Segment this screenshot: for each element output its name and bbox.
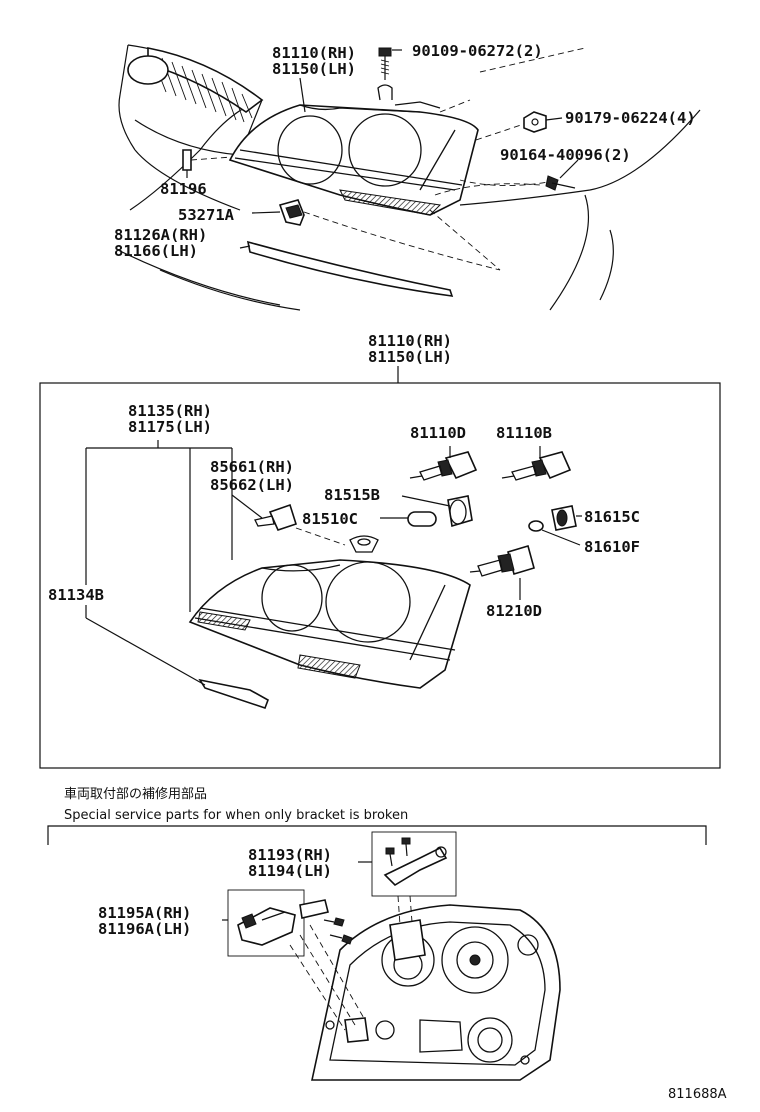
- service-leaders: [222, 861, 413, 1031]
- bulb-f-icon: [528, 520, 544, 532]
- label-kit-lh: 81194(LH): [248, 862, 332, 880]
- label-retainer: 53271A: [178, 206, 235, 224]
- label-socket-b: 81515B: [324, 486, 380, 504]
- bulb-b-icon: [501, 451, 572, 481]
- label-kit-rh: 81193(RH): [248, 846, 332, 864]
- clip-icon: [182, 149, 192, 171]
- label-bulb-hi: 81210D: [486, 602, 542, 620]
- nut-icon: [523, 111, 547, 133]
- service-title-en: Special service parts for when only brac…: [64, 808, 408, 823]
- repair-kit-upper: [371, 831, 457, 897]
- bulb-d-icon: [409, 451, 478, 481]
- box-leaders: [85, 440, 582, 686]
- label-screw: 90164-40096(2): [500, 146, 631, 164]
- label-bulb-d: 81110D: [410, 424, 466, 442]
- label-bulb-f: 81610F: [584, 538, 640, 556]
- label-bracket: 81134B: [48, 586, 104, 604]
- headlamp-rear-view: [311, 904, 561, 1081]
- label-nut: 90179-06224(4): [565, 109, 696, 127]
- leveler-icon: [254, 503, 297, 531]
- label-socket-c: 81615C: [584, 508, 640, 526]
- bulb-hi-icon: [469, 544, 535, 577]
- label-lens-lh: 81175(LH): [128, 418, 212, 436]
- diagram-ref-code: 811688A: [668, 1087, 727, 1102]
- label-leveler-lh: 85662(LH): [210, 476, 294, 494]
- headlamp-top: [228, 84, 479, 216]
- label-unit-lh: 81150(LH): [368, 348, 452, 366]
- socket-c-icon: [551, 505, 577, 531]
- label-kit2-rh: 81195A(RH): [98, 904, 191, 922]
- label-bulb-c: 81510C: [302, 510, 358, 528]
- label-kit2-lh: 81196A(LH): [98, 920, 191, 938]
- socket-b-icon: [447, 495, 473, 528]
- label-headlamp-lh: 81150(LH): [272, 60, 356, 78]
- label-bolt: 90109-06272(2): [412, 42, 543, 60]
- bulb-c-icon: [407, 511, 437, 527]
- label-lens-rh: 81135(RH): [128, 402, 212, 420]
- service-bracket-line: [47, 825, 707, 845]
- label-leveler-rh: 85661(RH): [210, 458, 294, 476]
- label-unit-rh: 81110(RH): [368, 332, 452, 350]
- retainer-icon: [278, 199, 305, 226]
- service-title-jp: 車両取付部の補修用部品: [64, 787, 207, 802]
- label-clip: 81196: [160, 180, 207, 198]
- bracket-part: [198, 678, 269, 710]
- label-bulb-b: 81110B: [496, 424, 552, 442]
- top-leaders: [186, 47, 586, 271]
- label-headlamp-rh: 81110(RH): [272, 44, 356, 62]
- bolt-icon: [378, 47, 392, 80]
- vehicle-body-outline: [117, 44, 701, 311]
- label-molding-lh: 81166(LH): [114, 242, 198, 260]
- repair-kit-lower: [227, 889, 353, 957]
- molding-strip: [246, 240, 454, 297]
- screw-icon: [545, 175, 576, 191]
- assembly-frame: [39, 382, 721, 769]
- headlamp-assembly: [188, 535, 471, 689]
- label-molding-rh: 81126A(RH): [114, 226, 207, 244]
